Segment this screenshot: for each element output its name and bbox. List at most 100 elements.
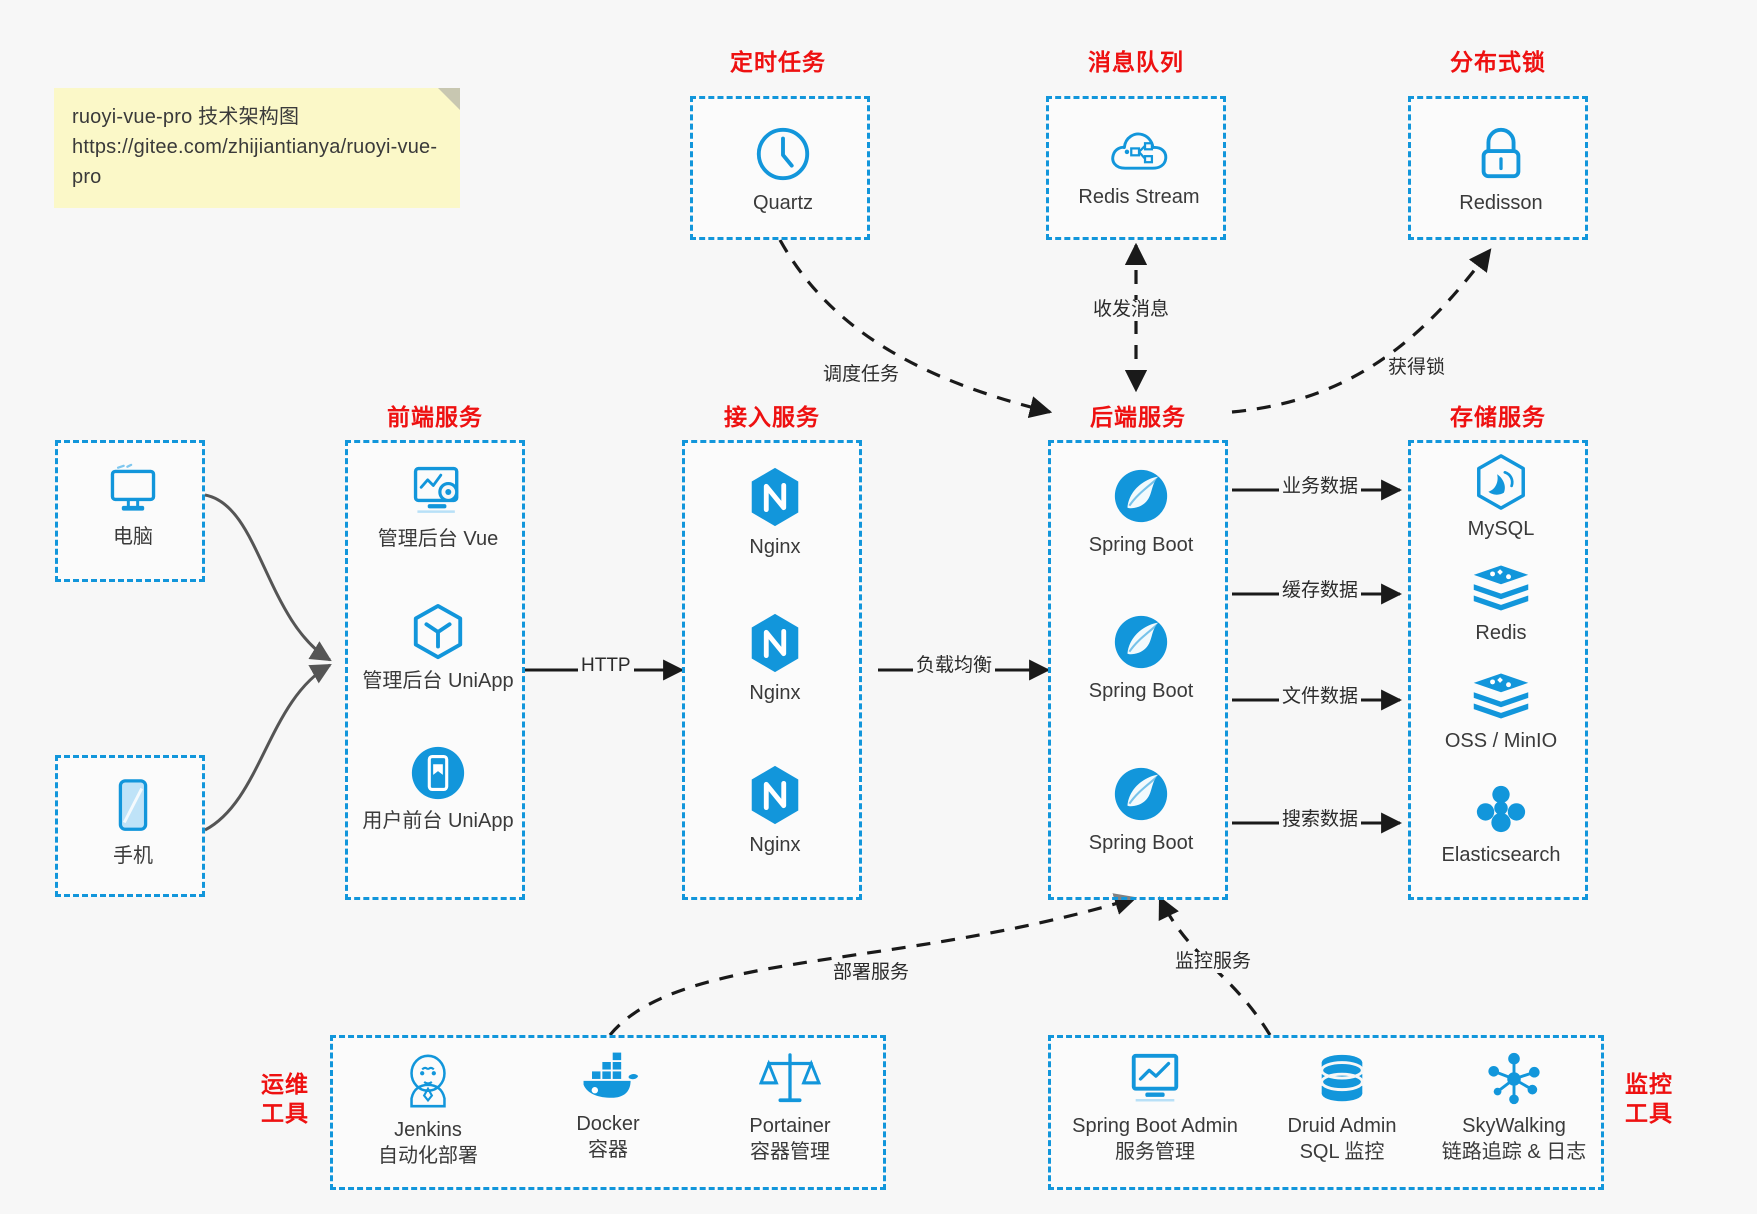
group-title-message-queue: 消息队列 bbox=[1088, 49, 1184, 75]
node-label: Quartz bbox=[752, 192, 814, 214]
title-note: ruoyi-vue-pro 技术架构图 https://gitee.com/zh… bbox=[54, 88, 460, 208]
node-mysql[interactable]: MySQL bbox=[1391, 453, 1611, 543]
nginx-icon bbox=[685, 763, 865, 827]
node-sublabel: SQL 监控 bbox=[1299, 1140, 1385, 1163]
node-skywalking[interactable]: SkyWalking 链路追踪 & 日志 bbox=[1419, 1050, 1609, 1165]
oss-minio-icon bbox=[1391, 669, 1611, 723]
edge-quartz-to-backend bbox=[778, 239, 1053, 419]
node-computer[interactable]: 电脑 bbox=[58, 463, 208, 551]
edge-label-scheduled-task: 调度任务 bbox=[820, 364, 903, 386]
node-label: MySQL bbox=[1467, 518, 1535, 540]
node-oss-minio[interactable]: OSS / MinIO bbox=[1391, 669, 1611, 755]
node-docker[interactable]: Docker 容器 bbox=[523, 1050, 693, 1163]
nginx-icon bbox=[685, 465, 865, 529]
group-title-scheduled-task: 定时任务 bbox=[730, 49, 826, 75]
node-sublabel: 自动化部署 bbox=[378, 1144, 478, 1167]
monitoring-title-line-1: 监控 bbox=[1625, 1071, 1673, 1097]
node-spring-boot-2[interactable]: Spring Boot bbox=[1036, 611, 1246, 705]
node-sublabel: 容器管理 bbox=[750, 1140, 830, 1163]
edge-label-get-lock: 获得锁 bbox=[1385, 357, 1449, 379]
group-distributed-lock: Redisson bbox=[1408, 96, 1588, 240]
devops-title-line-2: 工具 bbox=[261, 1099, 309, 1126]
group-title-backend: 后端服务 bbox=[1090, 404, 1186, 430]
group-devops: Jenkins 自动化部署 bbox=[330, 1035, 886, 1190]
mobile-phone-icon bbox=[58, 776, 208, 838]
node-label: Redis Stream bbox=[1078, 186, 1200, 208]
node-label: Nginx bbox=[749, 682, 801, 704]
node-label: Redisson bbox=[1459, 192, 1543, 214]
database-icon bbox=[1247, 1050, 1437, 1108]
group-monitoring: Spring Boot Admin 服务管理 bbox=[1048, 1035, 1604, 1190]
node-label: Nginx bbox=[749, 536, 801, 558]
note-fold-corner bbox=[438, 88, 460, 110]
node-phone[interactable]: 手机 bbox=[58, 776, 208, 870]
node-redis-stream[interactable]: Redis Stream bbox=[1049, 123, 1229, 211]
node-label: Spring Boot Admin bbox=[1072, 1115, 1238, 1137]
node-nginx-1[interactable]: Nginx bbox=[685, 465, 865, 561]
node-user-uniapp[interactable]: 用户前台 UniApp bbox=[333, 743, 543, 835]
node-spring-boot-3[interactable]: Spring Boot bbox=[1036, 763, 1246, 857]
edge-label-http: HTTP bbox=[578, 655, 634, 677]
edge-phone-to-frontend bbox=[204, 663, 332, 832]
jenkins-icon bbox=[343, 1050, 513, 1112]
node-label: Portainer bbox=[749, 1115, 831, 1137]
edge-backend-to-redisson bbox=[1231, 248, 1492, 414]
node-redisson[interactable]: Redisson bbox=[1411, 123, 1591, 217]
group-gateway: Nginx Nginx Nginx bbox=[682, 440, 862, 900]
group-scheduled-task: Quartz bbox=[690, 96, 870, 240]
node-sublabel: 容器 bbox=[588, 1138, 628, 1161]
docker-icon bbox=[523, 1050, 693, 1106]
node-quartz[interactable]: Quartz bbox=[693, 123, 873, 217]
group-client-phone: 手机 bbox=[55, 755, 205, 897]
group-title-devops: 运维 工具 bbox=[250, 1070, 320, 1128]
group-frontend: 管理后台 Vue 管理后台 UniApp 用户前台 UniApp bbox=[345, 440, 525, 900]
group-title-frontend: 前端服务 bbox=[387, 404, 483, 430]
devops-title-line-1: 运维 bbox=[261, 1071, 309, 1097]
node-sublabel: 链路追踪 & 日志 bbox=[1441, 1140, 1587, 1163]
node-label: 手机 bbox=[113, 845, 153, 867]
desktop-computer-icon bbox=[58, 463, 208, 519]
node-nginx-2[interactable]: Nginx bbox=[685, 611, 865, 707]
clock-icon bbox=[693, 123, 873, 185]
lock-icon bbox=[1411, 123, 1591, 185]
redis-icon bbox=[1391, 561, 1611, 615]
node-label: 管理后台 UniApp bbox=[362, 670, 514, 692]
spring-boot-icon bbox=[1036, 611, 1246, 673]
spring-boot-icon bbox=[1036, 465, 1246, 527]
node-label: Spring Boot bbox=[1088, 832, 1194, 854]
node-elasticsearch[interactable]: Elasticsearch bbox=[1391, 781, 1611, 869]
monitoring-title-line-2: 工具 bbox=[1625, 1099, 1673, 1126]
edge-label-monitor-service: 监控服务 bbox=[1172, 951, 1255, 973]
edge-label-deploy-service: 部署服务 bbox=[830, 962, 913, 984]
node-label: Spring Boot bbox=[1088, 534, 1194, 556]
node-spring-boot-admin[interactable]: Spring Boot Admin 服务管理 bbox=[1055, 1050, 1255, 1165]
edge-label-search-data: 搜索数据 bbox=[1279, 809, 1362, 831]
group-title-gateway: 接入服务 bbox=[724, 404, 820, 430]
group-client-computer: 电脑 bbox=[55, 440, 205, 582]
edge-label-file-data: 文件数据 bbox=[1279, 686, 1362, 708]
node-label: Elasticsearch bbox=[1441, 844, 1561, 866]
group-title-storage: 存储服务 bbox=[1450, 404, 1546, 430]
node-label: Docker bbox=[576, 1113, 640, 1135]
edge-label-load-balance: 负载均衡 bbox=[913, 655, 996, 677]
monitor-chart-icon bbox=[1055, 1050, 1255, 1108]
node-label: 用户前台 UniApp bbox=[362, 810, 514, 832]
cube-icon bbox=[333, 601, 543, 663]
spring-boot-icon bbox=[1036, 763, 1246, 825]
node-nginx-3[interactable]: Nginx bbox=[685, 763, 865, 859]
edge-label-message-send-receive: 收发消息 bbox=[1090, 299, 1173, 321]
node-portainer[interactable]: Portainer 容器管理 bbox=[705, 1050, 875, 1165]
cloud-stream-icon bbox=[1049, 123, 1229, 179]
node-redis[interactable]: Redis bbox=[1391, 561, 1611, 647]
mysql-icon bbox=[1391, 453, 1611, 511]
node-label: 电脑 bbox=[113, 526, 153, 548]
node-jenkins[interactable]: Jenkins 自动化部署 bbox=[343, 1050, 513, 1169]
node-label: 管理后台 Vue bbox=[377, 528, 499, 550]
node-admin-uniapp[interactable]: 管理后台 UniApp bbox=[333, 601, 543, 695]
edge-computer-to-frontend bbox=[204, 493, 332, 662]
node-label: Nginx bbox=[749, 834, 801, 856]
skywalking-icon bbox=[1419, 1050, 1609, 1108]
node-admin-vue[interactable]: 管理后台 Vue bbox=[333, 463, 543, 553]
node-druid-admin[interactable]: Druid Admin SQL 监控 bbox=[1247, 1050, 1437, 1165]
node-spring-boot-1[interactable]: Spring Boot bbox=[1036, 465, 1246, 559]
